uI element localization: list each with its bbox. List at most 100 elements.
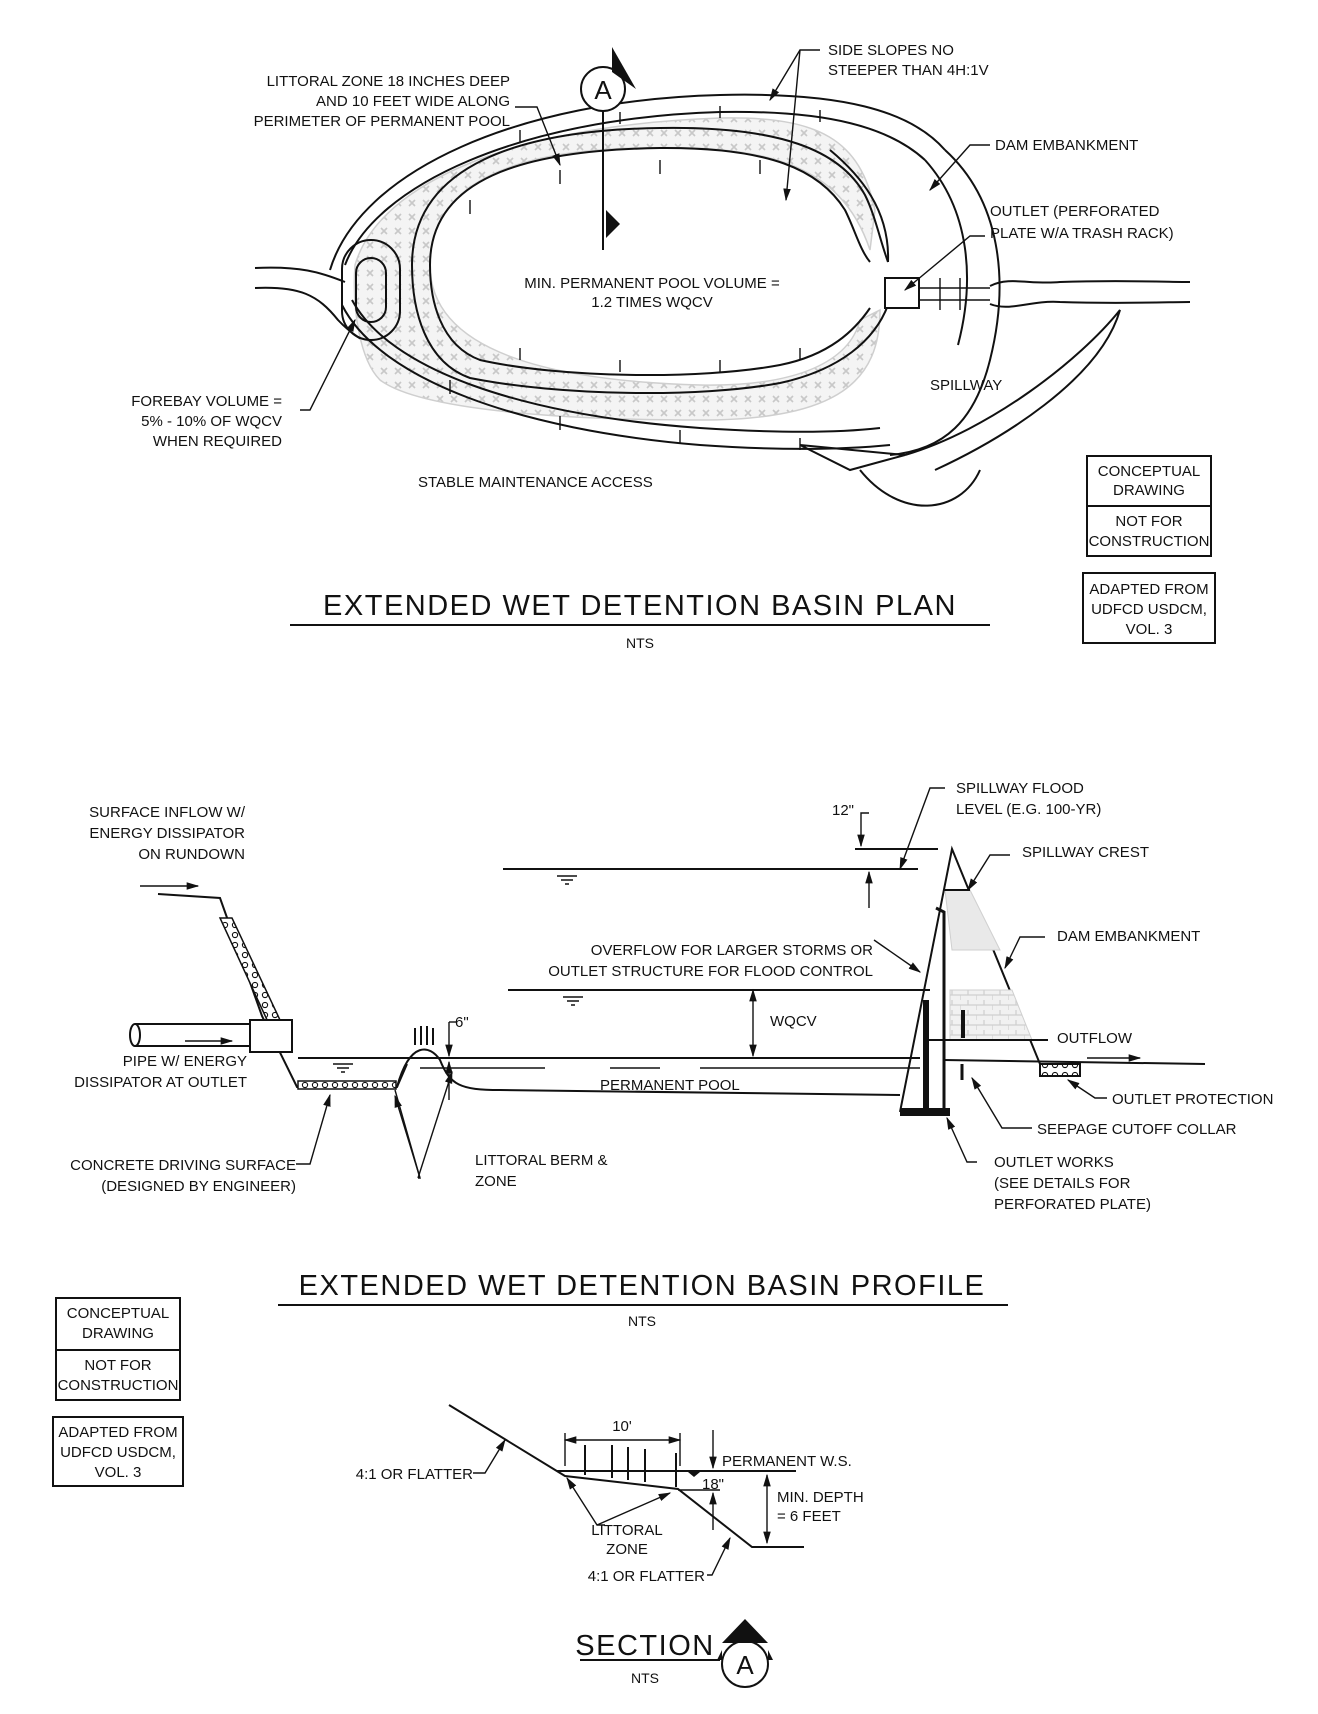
- svg-text:(SEE DETAILS FOR: (SEE DETAILS FOR: [994, 1175, 1131, 1192]
- dam-embankment: [889, 149, 1001, 456]
- outlet-riser: [923, 1000, 929, 1110]
- inflow-channel: [254, 266, 346, 283]
- label-spillway-plan: SPILLWAY: [930, 377, 1002, 394]
- outer-embankment: [329, 93, 946, 271]
- plan-notice-adapted: ADAPTED FROM UDFCD USDCM, VOL. 3: [1082, 572, 1216, 644]
- label-littoral-berm: LITTORAL BERM & ZONE: [475, 1152, 608, 1190]
- section-marker-plan-label: A: [594, 75, 612, 105]
- svg-text:CONCRETE DRIVING SURFACE: CONCRETE DRIVING SURFACE: [70, 1157, 296, 1174]
- label-concrete-surface: CONCRETE DRIVING SURFACE (DESIGNED BY EN…: [70, 1157, 296, 1195]
- plan-title: EXTENDED WET DETENTION BASIN PLAN: [323, 590, 957, 622]
- label-outlet-works: OUTLET WORKS (SEE DETAILS FOR PERFORATED…: [994, 1154, 1151, 1213]
- label-depth-18in: 18": [702, 1476, 724, 1493]
- label-section-littoral: LITTORAL ZONE: [591, 1522, 662, 1558]
- label-forebay: FOREBAY VOLUME = 5% - 10% OF WQCV WHEN R…: [131, 393, 282, 450]
- svg-text:ENERGY DISSIPATOR: ENERGY DISSIPATOR: [89, 825, 245, 842]
- svg-text:PERFORATED PLATE): PERFORATED PLATE): [994, 1196, 1151, 1213]
- label-wqcv: WQCV: [770, 1013, 817, 1030]
- section-scale: NTS: [631, 1670, 659, 1686]
- label-spillway-crest: SPILLWAY CREST: [1022, 844, 1149, 861]
- svg-text:OUTLET STRUCTURE FOR FLOOD CON: OUTLET STRUCTURE FOR FLOOD CONTROL: [548, 963, 873, 980]
- svg-text:FOREBAY VOLUME =: FOREBAY VOLUME =: [131, 393, 282, 410]
- svg-text:NOT FOR: NOT FOR: [84, 1357, 151, 1374]
- svg-text:AND 10 FEET WIDE ALONG: AND 10 FEET WIDE ALONG: [316, 93, 510, 110]
- svg-text:PERIMETER OF PERMANENT POOL: PERIMETER OF PERMANENT POOL: [254, 113, 510, 130]
- section-marker-plan: [580, 66, 626, 112]
- label-maintenance-access: STABLE MAINTENANCE ACCESS: [418, 474, 653, 491]
- svg-text:(DESIGNED BY ENGINEER): (DESIGNED BY ENGINEER): [101, 1178, 296, 1195]
- svg-text:DRAWING: DRAWING: [82, 1325, 154, 1342]
- spillway: [904, 309, 1121, 471]
- label-slope-lower: 4:1 OR FLATTER: [588, 1568, 705, 1585]
- littoral-zone-band: [353, 117, 881, 421]
- plan-notice-conceptual: CONCEPTUAL DRAWING NOT FOR CONSTRUCTION: [1086, 455, 1212, 557]
- concrete-surface: [297, 1080, 397, 1090]
- littoral-plants: [414, 1026, 434, 1045]
- svg-text:OUTLET (PERFORATED: OUTLET (PERFORATED: [990, 203, 1160, 220]
- svg-text:VOL. 3: VOL. 3: [1126, 621, 1173, 638]
- svg-text:UDFCD USDCM,: UDFCD USDCM,: [1091, 601, 1207, 618]
- label-littoral-zone: LITTORAL ZONE 18 INCHES DEEP AND 10 FEET…: [254, 73, 510, 130]
- rundown-riprap: [218, 917, 282, 1023]
- label-dam-embankment-plan: DAM EMBANKMENT: [995, 137, 1138, 154]
- label-pool-volume: MIN. PERMANENT POOL VOLUME = 1.2 TIMES W…: [524, 275, 780, 311]
- label-permanent-ws: PERMANENT W.S.: [722, 1453, 852, 1470]
- slope-ticks: [449, 106, 821, 450]
- svg-text:SIDE SLOPES NO: SIDE SLOPES NO: [828, 42, 954, 59]
- svg-text:MIN. PERMANENT POOL VOLUME =: MIN. PERMANENT POOL VOLUME =: [524, 275, 780, 292]
- profile-view: SURFACE INFLOW W/ ENERGY DISSIPATOR ON R…: [52, 780, 1273, 1487]
- section-marker-label: A: [736, 1650, 754, 1680]
- svg-text:1.2 TIMES WQCV: 1.2 TIMES WQCV: [591, 294, 712, 311]
- water-level-symbols: [333, 875, 583, 1073]
- svg-text:MIN. DEPTH: MIN. DEPTH: [777, 1489, 864, 1506]
- svg-text:DRAWING: DRAWING: [1113, 482, 1185, 499]
- label-six-inch: 6": [455, 1014, 469, 1031]
- outlet-protection-riprap: [1039, 1063, 1081, 1077]
- label-side-slopes: SIDE SLOPES NO STEEPER THAN 4H:1V: [828, 42, 989, 79]
- label-surface-inflow: SURFACE INFLOW W/ ENERGY DISSIPATOR ON R…: [89, 804, 246, 863]
- svg-text:CONCEPTUAL: CONCEPTUAL: [1098, 463, 1201, 480]
- label-outlet-plan: OUTLET (PERFORATED PLATE W/A TRASH RACK): [990, 203, 1174, 242]
- label-min-depth: MIN. DEPTH = 6 FEET: [777, 1489, 864, 1525]
- profile-scale: NTS: [628, 1313, 656, 1329]
- svg-text:PLATE W/A TRASH RACK): PLATE W/A TRASH RACK): [990, 225, 1174, 242]
- svg-text:WHEN REQUIRED: WHEN REQUIRED: [153, 433, 282, 450]
- svg-text:ADAPTED FROM: ADAPTED FROM: [58, 1424, 177, 1441]
- svg-text:LITTORAL BERM &: LITTORAL BERM &: [475, 1152, 608, 1169]
- label-width-10ft: 10': [612, 1418, 632, 1435]
- svg-text:= 6 FEET: = 6 FEET: [777, 1508, 841, 1525]
- svg-text:LITTORAL ZONE 18 INCHES DEEP: LITTORAL ZONE 18 INCHES DEEP: [267, 73, 510, 90]
- label-outflow: OUTFLOW: [1057, 1030, 1133, 1047]
- label-overflow: OVERFLOW FOR LARGER STORMS OR OUTLET STR…: [548, 942, 873, 980]
- label-permanent-pool: PERMANENT POOL: [600, 1077, 740, 1094]
- profile-notice-adapted: ADAPTED FROM UDFCD USDCM, VOL. 3: [52, 1416, 184, 1487]
- label-dam-embankment-profile: DAM EMBANKMENT: [1057, 928, 1200, 945]
- svg-text:SPILLWAY FLOOD: SPILLWAY FLOOD: [956, 780, 1084, 797]
- svg-text:CONSTRUCTION: CONSTRUCTION: [1089, 533, 1210, 550]
- svg-text:CONSTRUCTION: CONSTRUCTION: [58, 1377, 179, 1394]
- label-seepage-collar: SEEPAGE CUTOFF COLLAR: [1037, 1121, 1237, 1138]
- plan-view: A LITTORAL ZONE 18 INCHES DEEP AND 10 FE…: [131, 42, 1216, 651]
- label-outlet-protection: OUTLET PROTECTION: [1112, 1091, 1273, 1108]
- svg-text:SURFACE INFLOW W/: SURFACE INFLOW W/: [89, 804, 246, 821]
- permanent-pool-outline: [429, 146, 871, 266]
- svg-text:NOT FOR: NOT FOR: [1115, 513, 1182, 530]
- svg-text:LITTORAL: LITTORAL: [591, 1522, 662, 1539]
- section-title: SECTION: [575, 1630, 714, 1662]
- svg-text:DISSIPATOR AT OUTLET: DISSIPATOR AT OUTLET: [74, 1074, 247, 1091]
- svg-text:VOL. 3: VOL. 3: [95, 1464, 142, 1481]
- inflow-pipe: [135, 1023, 250, 1047]
- svg-text:LEVEL (E.G. 100-YR): LEVEL (E.G. 100-YR): [956, 801, 1101, 818]
- label-slope-upper: 4:1 OR FLATTER: [356, 1466, 473, 1483]
- svg-text:ADAPTED FROM: ADAPTED FROM: [1089, 581, 1208, 598]
- label-twelve-inch: 12": [832, 802, 854, 819]
- svg-text:ZONE: ZONE: [606, 1541, 648, 1558]
- svg-text:UDFCD USDCM,: UDFCD USDCM,: [60, 1444, 176, 1461]
- profile-notice-conceptual: CONCEPTUAL DRAWING NOT FOR CONSTRUCTION: [55, 1297, 181, 1401]
- svg-text:ZONE: ZONE: [475, 1173, 517, 1190]
- label-pipe: PIPE W/ ENERGY DISSIPATOR AT OUTLET: [74, 1053, 247, 1091]
- svg-text:OVERFLOW FOR LARGER STORMS OR: OVERFLOW FOR LARGER STORMS OR: [591, 942, 873, 959]
- svg-text:5% - 10% OF WQCV: 5% - 10% OF WQCV: [141, 413, 282, 430]
- svg-text:ON RUNDOWN: ON RUNDOWN: [138, 846, 245, 863]
